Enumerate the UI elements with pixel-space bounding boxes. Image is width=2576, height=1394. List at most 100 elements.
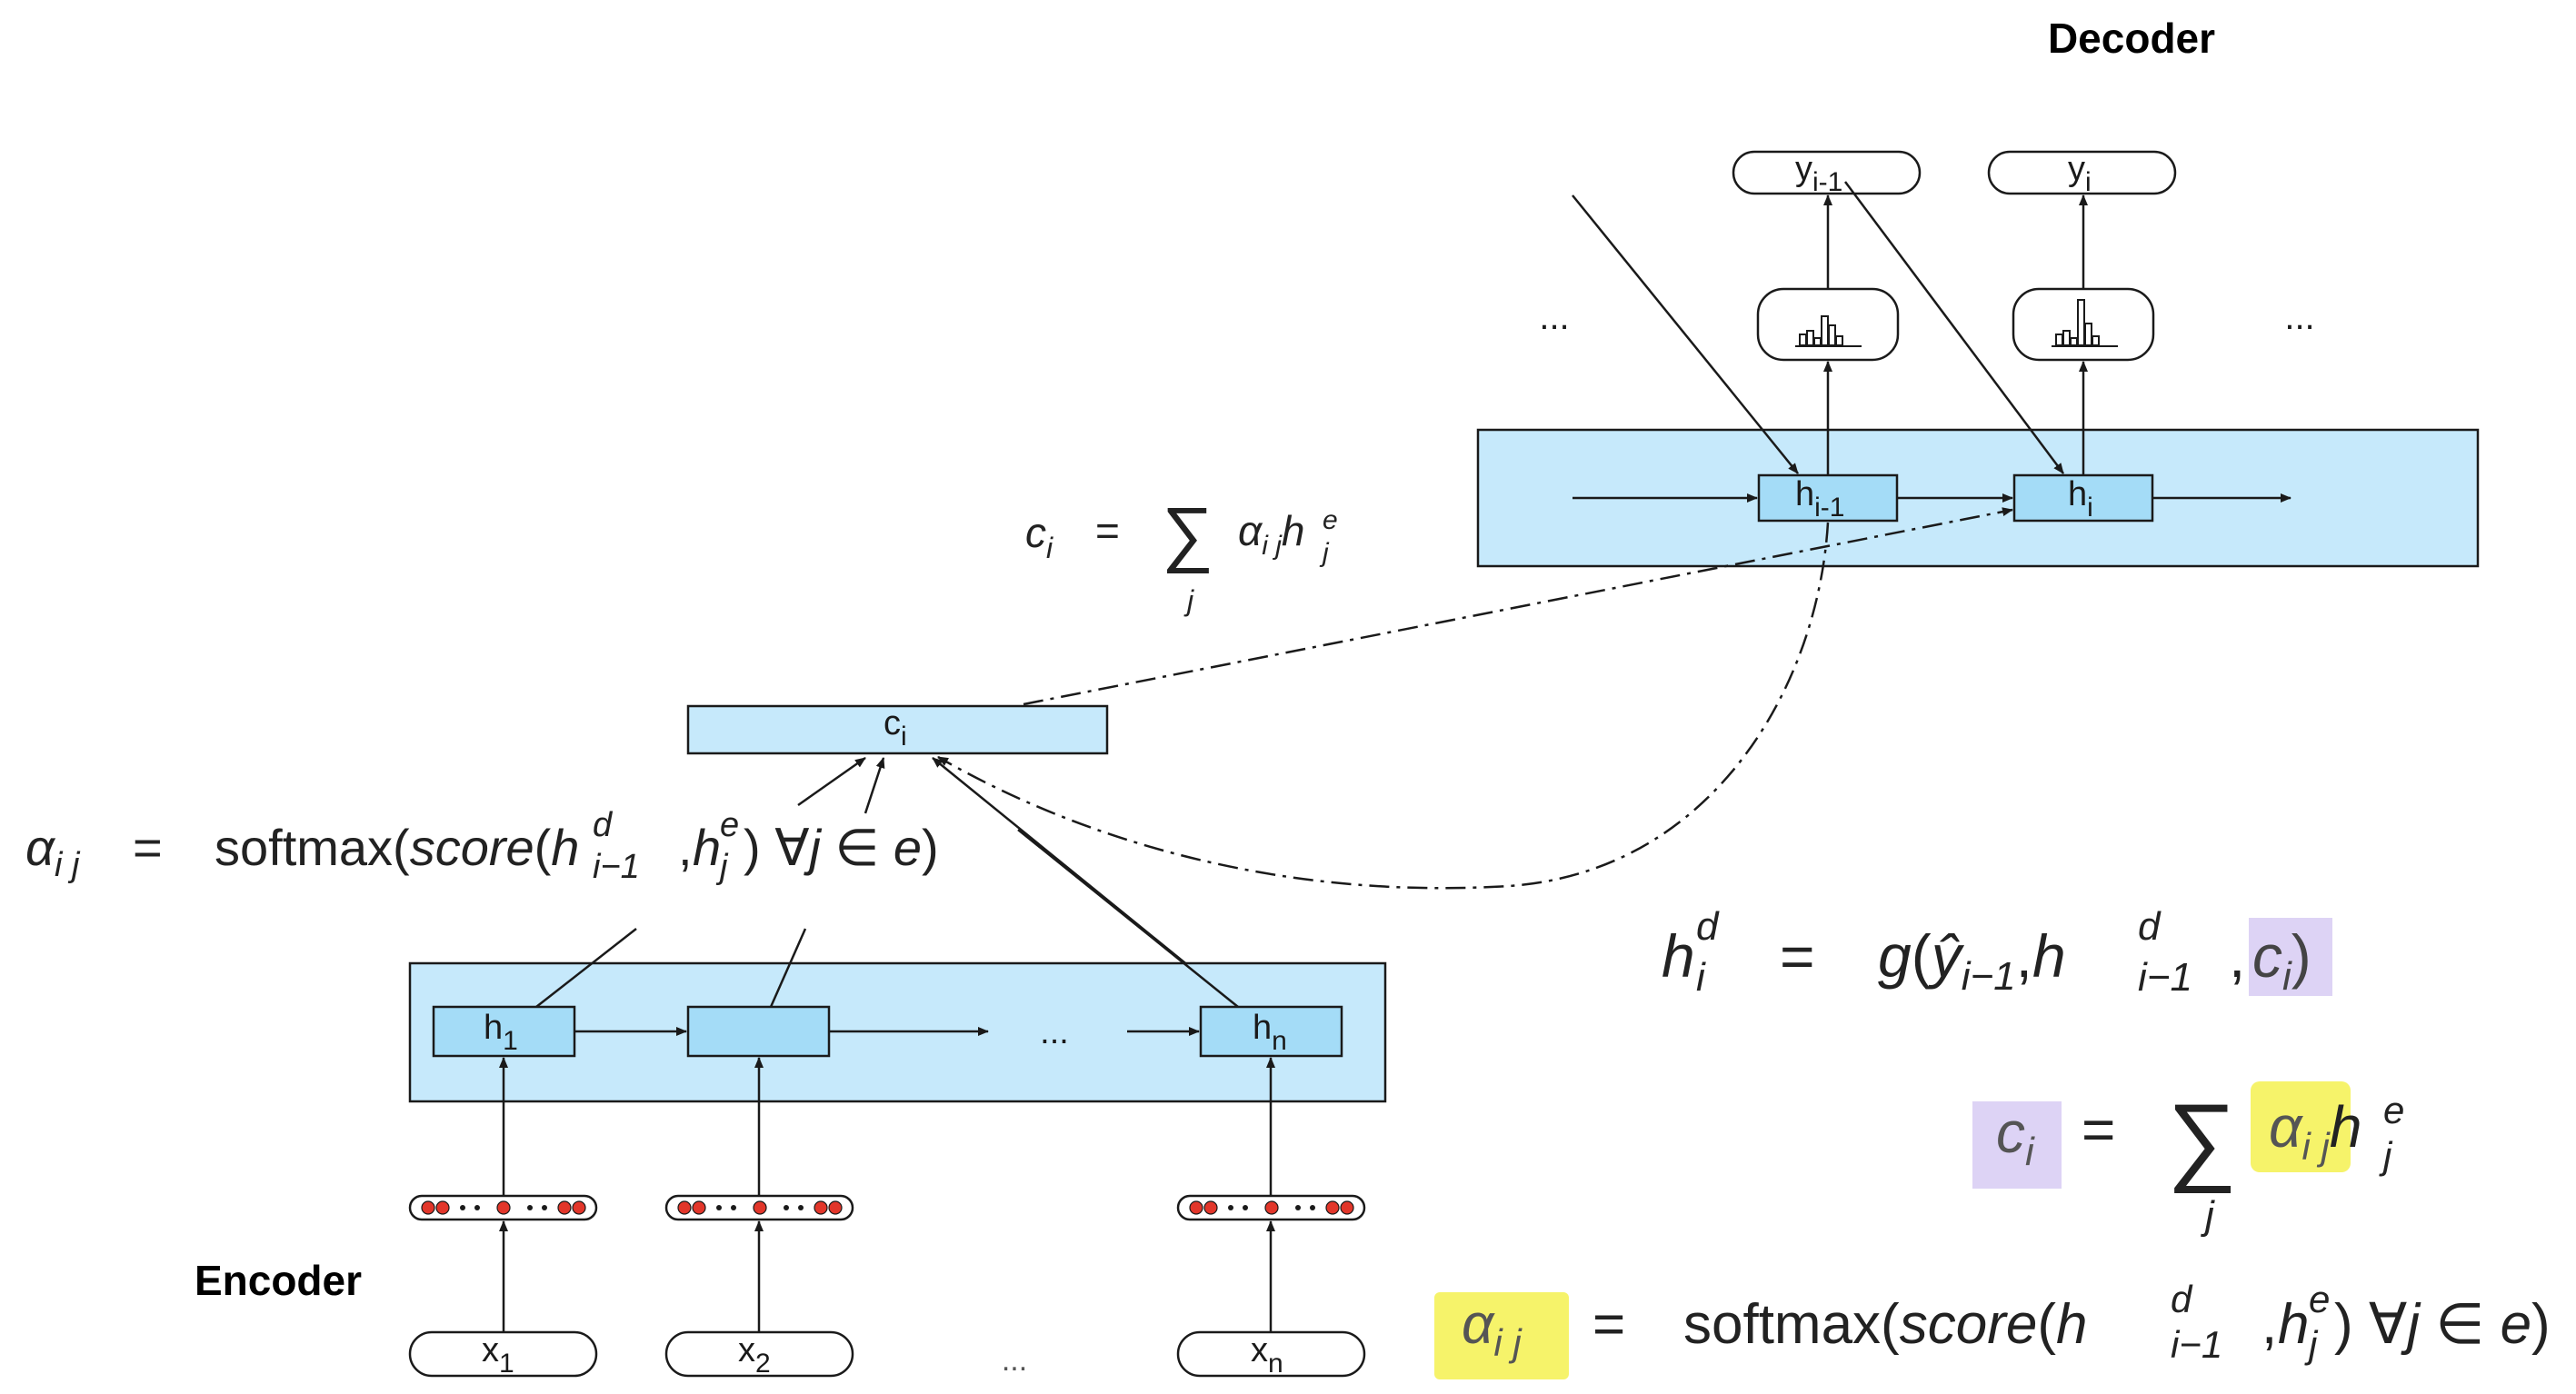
embedding-ellipsis-dot	[716, 1205, 722, 1210]
context-label: c	[884, 704, 901, 742]
embedding-dot	[557, 1200, 572, 1215]
embedding-dot	[572, 1200, 586, 1215]
encoder-hidden-cell-2	[686, 1005, 831, 1058]
input-1-label: x	[482, 1331, 499, 1369]
output-current-label: y	[2068, 150, 2085, 188]
input-n-sub: n	[1268, 1349, 1283, 1379]
svg-text:=: =	[2082, 1097, 2115, 1162]
input-1-sub: 1	[499, 1349, 514, 1379]
svg-text:) ∀j ∈ e): ) ∀j ∈ e)	[2334, 1293, 2551, 1356]
embedding-dot	[814, 1200, 828, 1215]
equation-hidden-right: h d i = g(ŷi−1,h d i−1 , ci)	[1662, 904, 2311, 1000]
svg-text:e: e	[2383, 1089, 2404, 1131]
svg-text:=: =	[1593, 1293, 1625, 1356]
embedding-bar-1	[408, 1194, 598, 1221]
svg-text:d: d	[1696, 904, 1720, 949]
embedding-ellipsis-dot	[527, 1205, 533, 1210]
output-box-prev: yi-1	[1732, 150, 1922, 197]
distribution-icon	[2052, 299, 2118, 347]
svg-text:ci: ci	[1025, 509, 1053, 564]
softmax-box-prev	[1756, 287, 1900, 362]
embedding-bar-n	[1176, 1194, 1366, 1221]
encoder-hn-label: h	[1253, 1009, 1272, 1047]
decoder-ellipsis-left: ...	[1539, 297, 1569, 337]
embedding-dot	[753, 1200, 767, 1215]
svg-text:αi j: αi j	[25, 819, 81, 884]
svg-text:e: e	[720, 806, 739, 844]
equation-alpha-left: αi j = softmax(score(h d i−1 , h e j ) ∀…	[25, 806, 939, 886]
svg-text:e: e	[1323, 505, 1338, 535]
decoder-hidden-cell-current: hi	[2012, 473, 2154, 523]
svg-text:h: h	[2278, 1293, 2309, 1356]
svg-text:hi-1: hi-1	[1795, 475, 1844, 523]
embedding-ellipsis-dot	[798, 1205, 804, 1210]
encoder-hn-sub: n	[1272, 1026, 1287, 1056]
svg-text:,: ,	[2229, 922, 2245, 990]
output-prev-label: y	[1795, 150, 1812, 188]
svg-text:x2: x2	[738, 1331, 771, 1379]
svg-text:g(ŷi−1,h: g(ŷi−1,h	[1878, 922, 2066, 999]
equation-context-left: ci = ∑ j αi jh e j	[1025, 493, 1338, 617]
embedding-ellipsis-dot	[1295, 1205, 1301, 1210]
svg-text:yi: yi	[2068, 150, 2092, 197]
embedding-ellipsis-dot	[1228, 1205, 1233, 1210]
context-sub: i	[901, 722, 907, 752]
encoder-h1-label: h	[484, 1009, 503, 1047]
embedding-ellipsis-dot	[1310, 1205, 1315, 1210]
decoder-ellipsis-right: ...	[2284, 297, 2314, 337]
input-2-sub: 2	[755, 1349, 771, 1379]
embedding-dot	[1264, 1200, 1279, 1215]
svg-text:) ∀j ∈ e): ) ∀j ∈ e)	[744, 819, 939, 876]
context-vector-box: ci	[686, 704, 1109, 755]
equation-alpha-right: αi j = softmax(score(h d i−1 , h e j ) ∀…	[1462, 1278, 2551, 1366]
decoder-hidden-cell-prev: hi-1	[1757, 473, 1899, 523]
encoder-hidden-cell-n: hn	[1199, 1005, 1343, 1058]
context-to-decoder-dashed	[1023, 507, 2013, 706]
attention-arrow-1	[797, 756, 866, 807]
svg-text:i−1: i−1	[2171, 1323, 2222, 1366]
embedding-dot	[1189, 1200, 1203, 1215]
svg-text:xn: xn	[1251, 1331, 1283, 1379]
svg-text:h1: h1	[484, 1009, 518, 1056]
svg-text:h: h	[1662, 922, 1695, 990]
decoder-hidden-current-label: h	[2068, 475, 2087, 513]
svg-text:,: ,	[2261, 1293, 2277, 1356]
svg-text:h: h	[693, 819, 721, 876]
svg-text:d: d	[2138, 904, 2162, 949]
svg-text:e: e	[2309, 1278, 2330, 1320]
attention-arrow-2	[864, 757, 885, 814]
embedding-ellipsis-dot	[460, 1205, 465, 1210]
svg-text:∑: ∑	[2167, 1083, 2237, 1193]
svg-text:j: j	[2379, 1134, 2393, 1177]
embedding-dot	[1203, 1200, 1218, 1215]
highlight-yellow-alpha	[2251, 1081, 2351, 1172]
output-box-current: yi	[1987, 150, 2177, 197]
decoder-hidden-prev-sub: i-1	[1814, 493, 1844, 523]
svg-text:ci: ci	[884, 704, 907, 752]
arrow-input-to-hprev	[1572, 194, 1799, 474]
svg-text:αi j: αi j	[1462, 1293, 1523, 1364]
highlight-purple-ci-2	[1972, 1101, 2062, 1189]
svg-text:αi jh: αi jh	[2269, 1094, 2361, 1168]
embedding-dot	[421, 1200, 435, 1215]
svg-text:x1: x1	[482, 1331, 514, 1379]
svg-text:∑: ∑	[1162, 493, 1213, 573]
decoder-hidden-prev-label: h	[1795, 475, 1814, 513]
encoder-hn-attention-line	[1017, 829, 1239, 1008]
decoder-title: Decoder	[2048, 15, 2215, 62]
input-box-2: x2	[664, 1330, 854, 1379]
softmax-box-current	[2012, 287, 2155, 362]
svg-text:j: j	[2201, 1193, 2215, 1238]
svg-text:hn: hn	[1253, 1009, 1287, 1056]
svg-text:hi: hi	[2068, 475, 2093, 523]
svg-text:ci: ci	[1996, 1100, 2035, 1174]
svg-text:i: i	[1696, 955, 1706, 1000]
embedding-ellipsis-dot	[542, 1205, 547, 1210]
hprev-to-context-dashed-curve	[937, 522, 1830, 890]
embedding-dot	[828, 1200, 843, 1215]
input-2-label: x	[738, 1331, 755, 1369]
embedding-ellipsis-dot	[731, 1205, 736, 1210]
highlight-yellow-alpha-lhs	[1434, 1292, 1569, 1379]
svg-text:yi-1: yi-1	[1795, 150, 1842, 197]
encoder-hidden-cell-1: h1	[432, 1005, 576, 1058]
